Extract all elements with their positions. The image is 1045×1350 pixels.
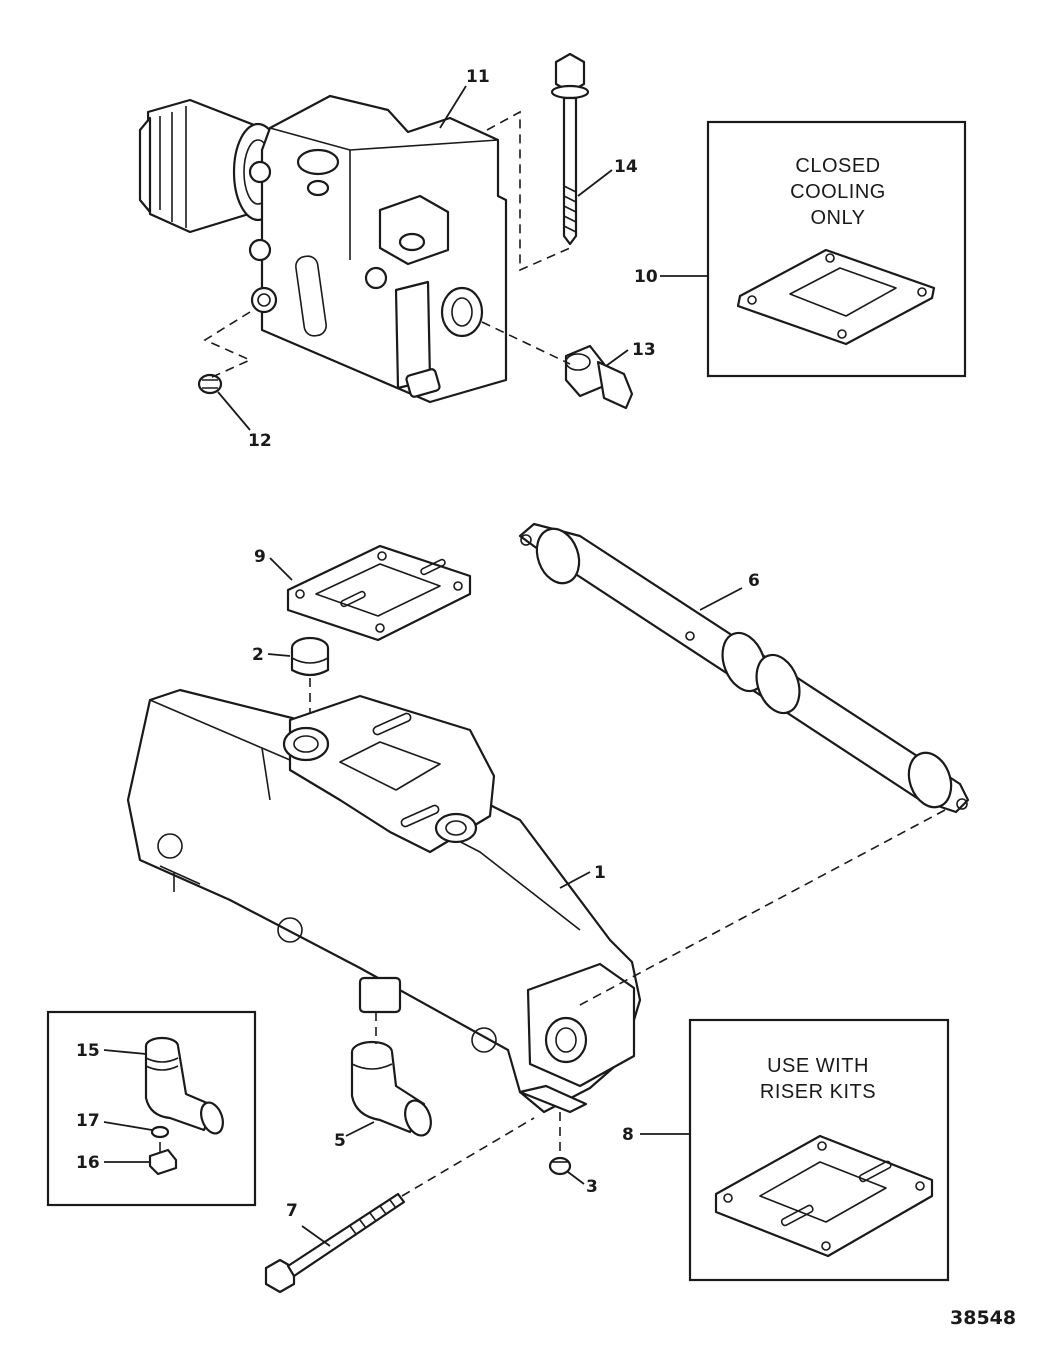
callout-12: 12 (248, 431, 272, 451)
leader-12 (217, 391, 251, 431)
callout-15: 15 (76, 1041, 100, 1061)
callout-16: 16 (76, 1153, 100, 1173)
leader-13 (605, 349, 629, 367)
closed-cooling-line-1: CLOSED (795, 155, 880, 177)
dashed-guide-7 (401, 1117, 535, 1197)
gasket-part-9 (286, 544, 472, 642)
dashed-guide-6 (577, 809, 946, 1007)
plug-part-2 (290, 636, 330, 677)
drain-plug-part-3 (548, 1156, 572, 1176)
callout-17: 17 (76, 1111, 100, 1131)
leader-5 (345, 1121, 375, 1137)
inset-closed-cooling (706, 120, 967, 378)
elbow-fitting-part-5 (350, 1040, 432, 1137)
leader-7 (301, 1225, 331, 1247)
callout-13: 13 (632, 340, 656, 360)
riser-kits-line-1: USE WITH (767, 1055, 869, 1077)
exhaust-manifold-part-1 (126, 688, 642, 1114)
bolt-part-14 (550, 52, 590, 246)
callout-5: 5 (334, 1131, 346, 1151)
leader-17 (103, 1121, 153, 1131)
elbow-assembly-part-11 (138, 94, 508, 404)
fitting-part-13 (564, 344, 634, 410)
figure-number: 38548 (950, 1307, 1016, 1329)
callout-3: 3 (586, 1177, 598, 1197)
leader-2 (267, 653, 291, 657)
callout-10: 10 (634, 267, 658, 287)
dashed-guide-14 (486, 110, 571, 272)
leader-9 (269, 557, 293, 581)
closed-cooling-line-2: COOLING (790, 181, 886, 203)
leader-6 (699, 587, 743, 611)
callout-14: 14 (614, 157, 638, 177)
bolt-part-7 (264, 1192, 406, 1294)
callout-2: 2 (252, 645, 264, 665)
inset-elbow-parts (46, 1010, 257, 1207)
leader-3 (567, 1171, 585, 1185)
callout-11: 11 (466, 67, 490, 87)
plug-part-12 (197, 373, 223, 395)
leader-14 (577, 169, 613, 197)
callout-7: 7 (286, 1201, 298, 1221)
riser-kits-line-2: RISER KITS (760, 1081, 876, 1103)
callout-6: 6 (748, 571, 760, 591)
leader-11 (439, 85, 467, 129)
leader-1 (559, 871, 591, 889)
leader-15 (103, 1049, 147, 1055)
callout-8: 8 (622, 1125, 634, 1145)
callout-9: 9 (254, 547, 266, 567)
closed-cooling-line-3: ONLY (811, 207, 866, 229)
dashed-guide-13 (481, 321, 571, 365)
dashed-guide-12 (203, 311, 252, 379)
exhaust-gasket-part-6 (518, 522, 970, 814)
callout-1: 1 (594, 863, 606, 883)
inset-riser-kits (688, 1018, 950, 1282)
